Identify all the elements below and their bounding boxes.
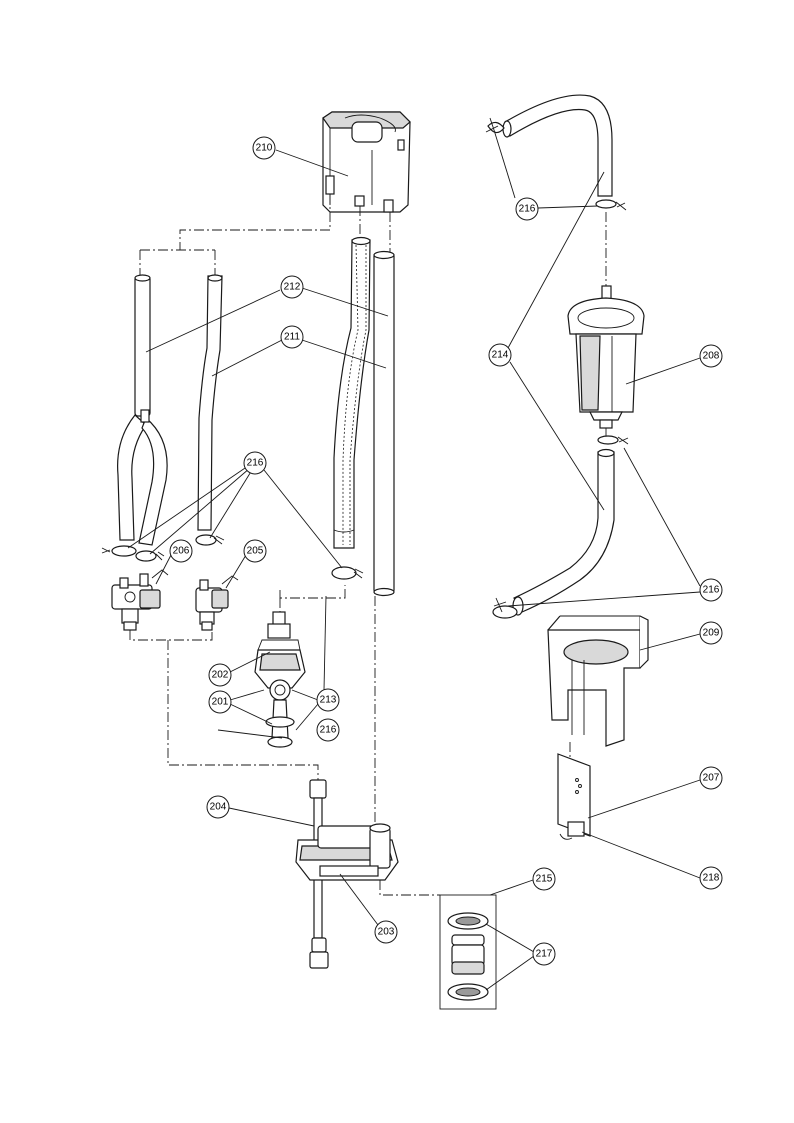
callout-213: 213: [316, 688, 340, 712]
part-209-bracket: [547, 615, 649, 762]
callout-201: 201: [208, 690, 232, 714]
callout-214: 214: [488, 343, 512, 367]
callout-204: 204: [206, 795, 230, 819]
svg-text:215: 215: [536, 874, 553, 885]
svg-text:216: 216: [247, 458, 264, 469]
svg-text:203: 203: [378, 927, 395, 938]
svg-text:208: 208: [703, 351, 720, 362]
connection-lines-left: [129, 194, 440, 896]
svg-text:218: 218: [703, 873, 720, 884]
svg-text:216: 216: [320, 725, 337, 736]
part-203-base: [295, 823, 399, 881]
svg-text:212: 212: [284, 282, 301, 293]
callout-216-left: 216: [243, 451, 267, 475]
callout-208: 208: [699, 344, 723, 368]
part-212-tube-middle: [333, 236, 371, 549]
part-205-solenoid-valve: [195, 575, 239, 631]
svg-text:211: 211: [284, 332, 300, 343]
callout-209: 209: [699, 621, 723, 645]
part-211-tube-middle: [373, 250, 395, 597]
svg-text:209: 209: [703, 628, 720, 639]
callout-216-right: 216: [699, 578, 723, 602]
callout-210: 210: [252, 136, 276, 160]
svg-text:202: 202: [212, 670, 229, 681]
svg-text:206: 206: [173, 546, 190, 557]
part-201-hose: [265, 699, 295, 748]
svg-text:204: 204: [210, 802, 227, 813]
svg-text:214: 214: [492, 350, 509, 361]
part-212-tube-left: [117, 274, 168, 546]
part-207-sensor-board: [557, 753, 591, 840]
callout-215: 215: [532, 867, 556, 891]
callout-218: 218: [699, 866, 723, 890]
callout-207: 207: [699, 766, 723, 790]
svg-text:216: 216: [703, 585, 720, 596]
part-210-manifold: [322, 111, 411, 213]
part-214-tube-bottom: [512, 448, 615, 616]
callout-205: 205: [243, 539, 267, 563]
svg-text:216: 216: [519, 204, 536, 215]
callout-202: 202: [208, 663, 232, 687]
part-208-filter-tank: [567, 212, 645, 436]
callout-217: 217: [532, 942, 556, 966]
callout-211: 211: [280, 325, 304, 349]
svg-text:210: 210: [256, 143, 273, 154]
callout-212: 212: [280, 275, 304, 299]
part-202-pump: [254, 611, 306, 701]
svg-text:205: 205: [247, 546, 264, 557]
callout-206: 206: [169, 539, 193, 563]
leader-lines: [127, 129, 701, 991]
callout-216-top-right: 216: [515, 197, 539, 221]
part-214-tube-top: [502, 94, 613, 197]
svg-text:217: 217: [536, 949, 553, 960]
part-215-kit-box: [439, 894, 497, 1010]
callout-216-pump: 216: [316, 718, 340, 742]
clip-216-right-group: [485, 117, 629, 619]
clip-216-left-group: [101, 534, 364, 580]
part-206-solenoid-valve: [111, 569, 169, 631]
callout-203: 203: [374, 920, 398, 944]
svg-text:201: 201: [212, 697, 229, 708]
part-211-tube-left: [197, 274, 223, 531]
svg-text:213: 213: [320, 695, 337, 706]
svg-text:207: 207: [703, 773, 720, 784]
